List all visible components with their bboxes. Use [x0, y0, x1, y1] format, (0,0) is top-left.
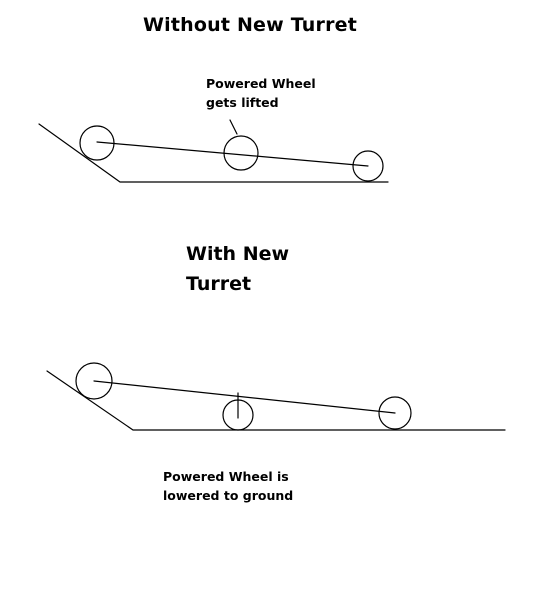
with-turret-annotation-line2: lowered to ground	[163, 488, 294, 503]
with-turret-rear-wheel	[378, 396, 412, 430]
with-turret-front-wheel	[75, 362, 113, 400]
with-turret-diagram	[46, 362, 506, 431]
without-turret-annotation-pointer	[229, 119, 238, 135]
without-turret-annotation-line2: gets lifted	[206, 95, 279, 110]
with-turret-ground-line	[46, 370, 506, 431]
without-turret-suspension-beam	[96, 141, 369, 167]
without-turret-diagram	[38, 119, 389, 183]
without-turret-front-wheel	[79, 125, 115, 161]
without-turret-powered-wheel	[223, 135, 259, 171]
without-turret-annotation-line1: Powered Wheel	[206, 76, 316, 91]
without-turret-rear-wheel	[352, 150, 384, 182]
with-turret-suspension-beam	[93, 380, 396, 414]
with-turret-title-line1: With New	[186, 243, 290, 265]
without-turret-ground-line	[38, 123, 389, 183]
without-turret-title: Without New Turret	[143, 14, 358, 36]
with-turret-annotation-line1: Powered Wheel is	[163, 469, 289, 484]
with-turret-title-line2: Turret	[186, 273, 252, 295]
